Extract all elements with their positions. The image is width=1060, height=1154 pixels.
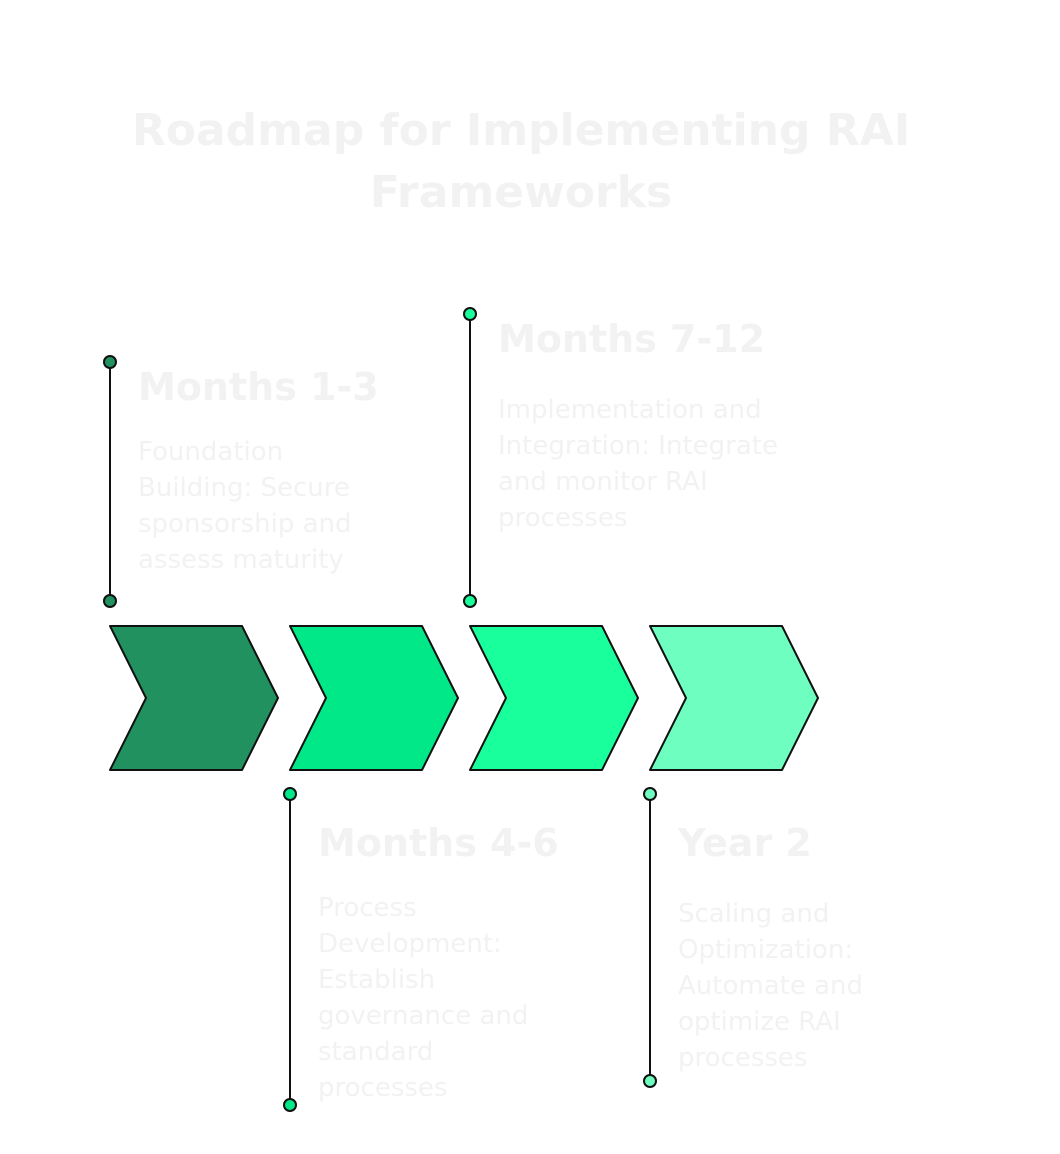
connector-dot-bottom-1 bbox=[103, 594, 117, 608]
connector-dot-top-1 bbox=[103, 355, 117, 369]
phase-4-description: Scaling and Optimization: Automate and o… bbox=[678, 899, 863, 1073]
chevron-phase-3 bbox=[469, 625, 639, 771]
phase-3-heading: Months 7-12 bbox=[498, 317, 766, 361]
connector-dot-top-2 bbox=[283, 787, 297, 801]
connector-dot-top-4 bbox=[643, 787, 657, 801]
connector-dot-bottom-3 bbox=[463, 594, 477, 608]
page-title: Roadmap for Implementing RAI Frameworks bbox=[131, 105, 911, 218]
phase-2-description: Process Development: Establish governanc… bbox=[318, 893, 529, 1103]
connector-phase-2 bbox=[283, 787, 297, 1112]
connector-phase-1 bbox=[103, 355, 117, 608]
connector-dot-bottom-4 bbox=[643, 1074, 657, 1088]
phase-2-heading: Months 4-6 bbox=[318, 821, 559, 865]
phase-1-heading: Months 1-3 bbox=[138, 365, 379, 409]
phase-4-heading: Year 2 bbox=[678, 821, 812, 865]
connector-dot-bottom-2 bbox=[283, 1098, 297, 1112]
chevron-phase-1 bbox=[109, 625, 279, 771]
connector-phase-3 bbox=[463, 307, 477, 608]
chevron-phase-2 bbox=[289, 625, 459, 771]
connector-dot-top-3 bbox=[463, 307, 477, 321]
connector-phase-4 bbox=[643, 787, 657, 1088]
chevron-phase-4 bbox=[649, 625, 819, 771]
phase-1-description: Foundation Building: Secure sponsorship … bbox=[138, 437, 352, 575]
phase-3-description: Implementation and Integration: Integrat… bbox=[498, 395, 778, 533]
